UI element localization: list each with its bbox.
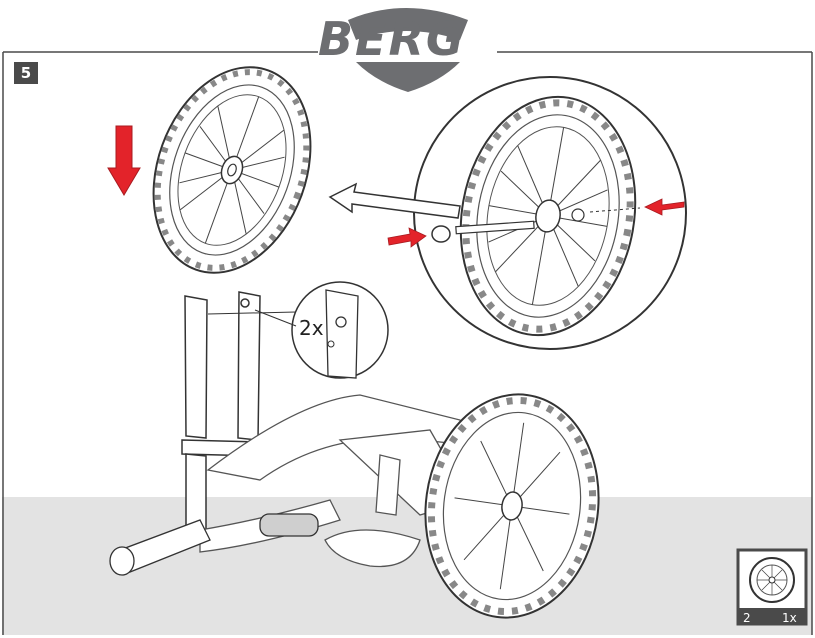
parts-box	[736, 548, 808, 626]
hollow-arrow-icon	[328, 182, 461, 219]
down-arrow-icon	[107, 125, 141, 196]
wheel-icon	[749, 557, 795, 603]
callout-circle	[291, 281, 389, 379]
wheel-top-left	[152, 66, 312, 274]
red-arrow-icon	[387, 227, 427, 248]
callout-leader	[207, 311, 297, 315]
part-count-label: 1x	[782, 611, 797, 625]
wheel-bottom-right	[424, 393, 600, 619]
red-arrow-icon	[644, 198, 685, 216]
brand-logo-text: BERG	[318, 12, 466, 66]
step-number-badge: 5	[14, 62, 38, 84]
zoom-detail-circle	[413, 76, 687, 350]
handlebar	[109, 513, 319, 576]
part-ref-label: 2	[743, 611, 751, 625]
berg-shield-logo	[348, 8, 468, 92]
quantity-callout-label: 2x	[299, 316, 324, 340]
callout-leader	[254, 309, 297, 327]
